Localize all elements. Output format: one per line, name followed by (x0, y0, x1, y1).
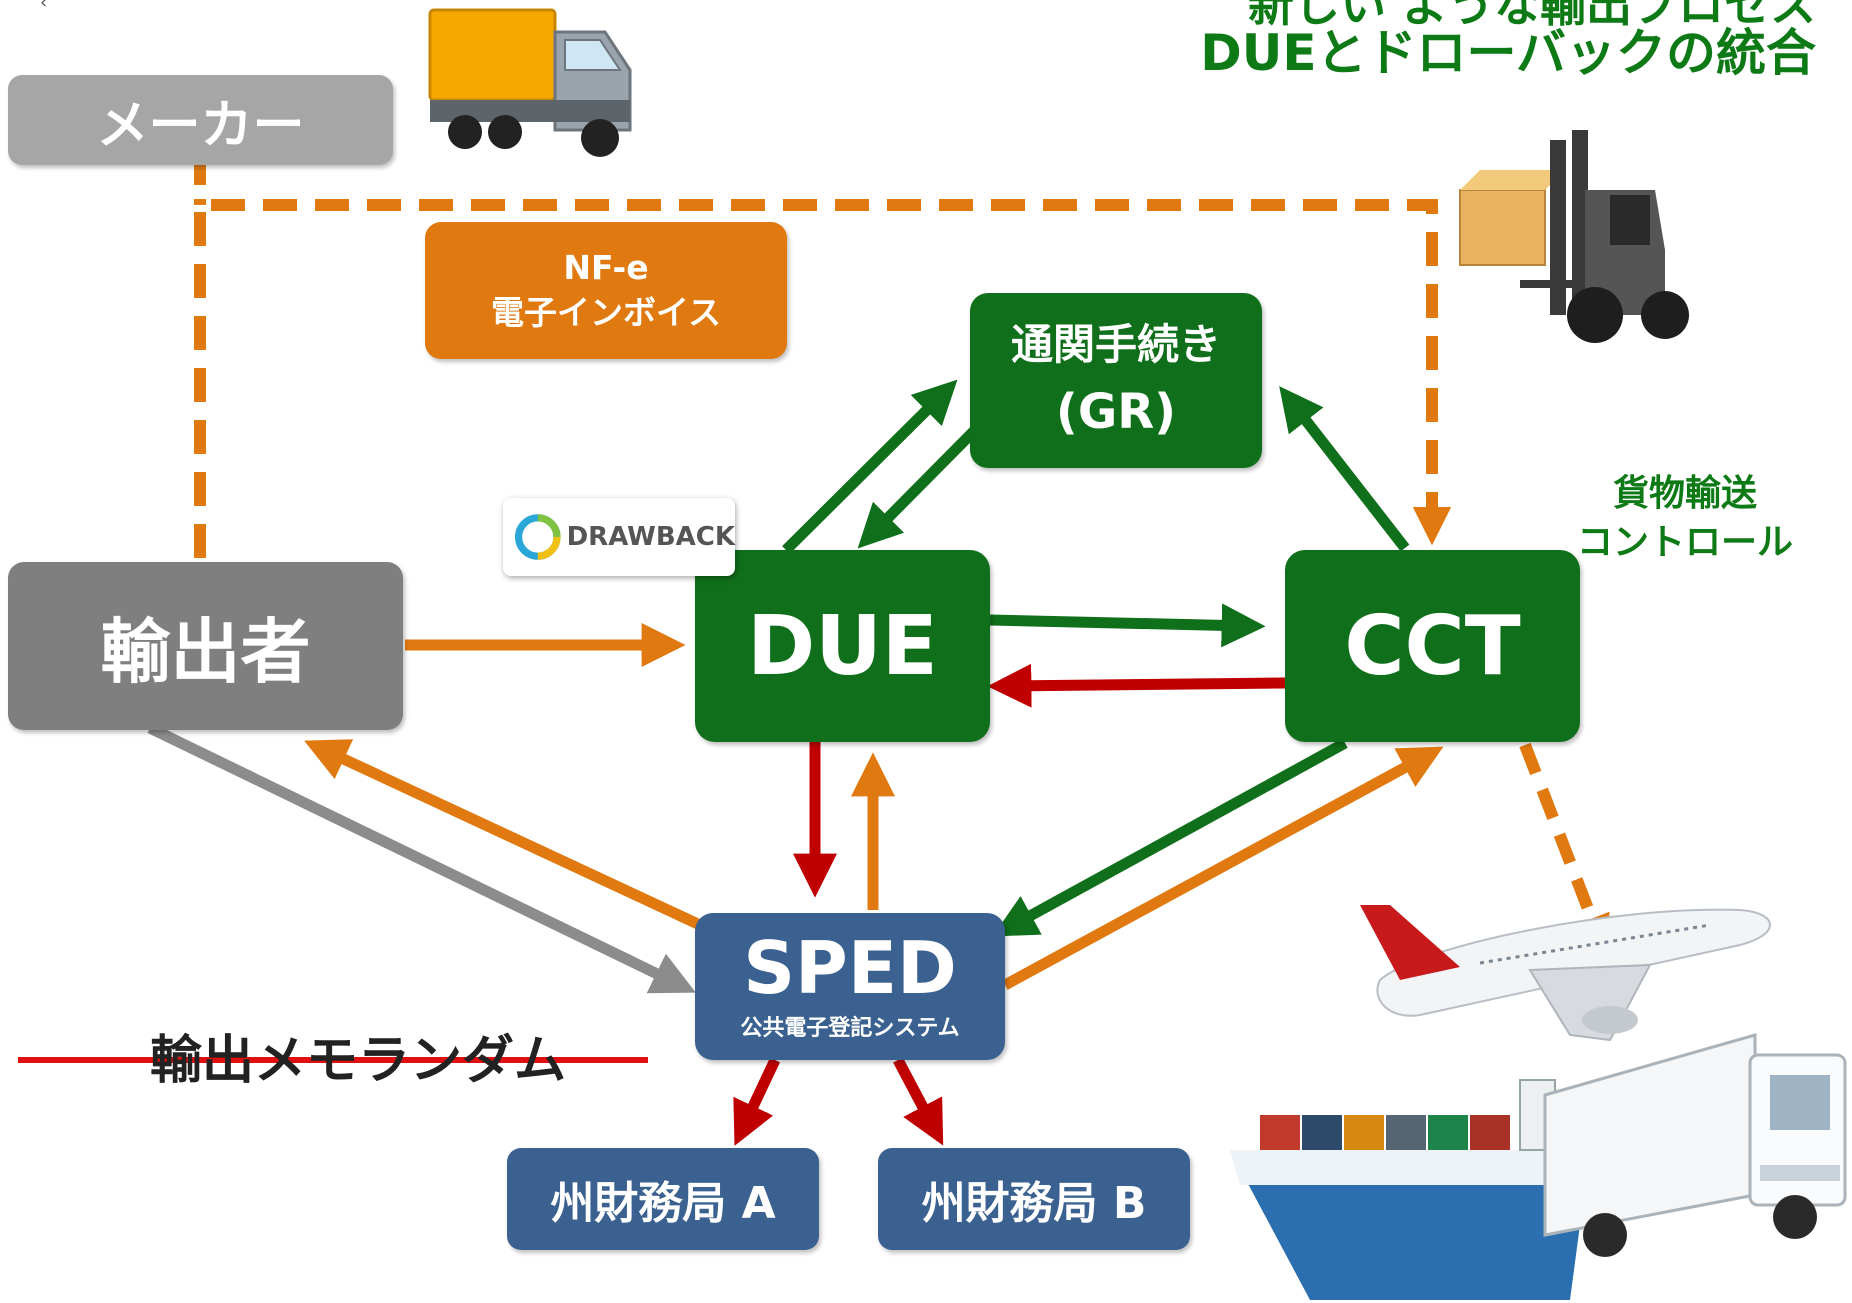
edge-mark: ‹ (40, 0, 47, 13)
maker-label: メーカー (96, 95, 305, 156)
arrow-cct-to-gr (1279, 386, 1410, 552)
state-treasury-a-label: 州財務局 A (550, 1178, 776, 1229)
drawback-logo-text: DRAWBACK (566, 522, 735, 552)
arrow-due-to-cct (989, 603, 1266, 648)
title-line-1: 新しい ような輸出プロセス (1247, 0, 1816, 32)
sped-box: SPED 公共電子登記システム (695, 913, 1005, 1060)
cargo-control-line-1: 貨物輸送 (1612, 473, 1757, 514)
arrow-due-to-gr (782, 379, 958, 554)
exporter-box: 輸出者 (8, 562, 403, 730)
cargo-ship-icon (1230, 1079, 1590, 1300)
arrow-sped-to-state-a (733, 1057, 780, 1146)
due-label: DUE (747, 598, 938, 694)
semi-truck-icon (1543, 1033, 1847, 1257)
nfe-label-1: NF-e (563, 247, 649, 287)
cargo-control-label: 貨物輸送 コントロール (1560, 470, 1810, 567)
sped-sublabel: 公共電子登記システム (740, 1016, 960, 1042)
arrow-cct-to-due (987, 663, 1286, 708)
cct-box: CCT (1285, 550, 1580, 742)
title-line-2: DUEとドローバックの統合 (1200, 24, 1816, 82)
arrow-gr-to-due (857, 426, 979, 549)
arrow-exporter-to-sped (147, 723, 696, 994)
state-treasury-b-box: 州財務局 B (878, 1148, 1190, 1250)
forklift-icon (1459, 130, 1689, 343)
cargo-control-line-2: コントロール (1576, 521, 1793, 563)
arrow-sped-to-cct (1002, 746, 1444, 990)
arrow-cct-to-sped (992, 738, 1348, 937)
airplane-icon (1360, 905, 1771, 1042)
exporter-label: 輸出者 (100, 610, 311, 693)
drawback-logo: DRAWBACK (503, 498, 735, 576)
arrow-sped-to-exporter (304, 739, 703, 930)
sped-label: SPED (743, 925, 957, 1010)
maker-box: メーカー (8, 75, 393, 165)
drawback-ring-icon (514, 514, 561, 560)
state-treasury-b-label: 州財務局 B (921, 1178, 1147, 1229)
state-treasury-a-box: 州財務局 A (507, 1148, 819, 1250)
gr-label-2: (GR) (1055, 384, 1177, 440)
arrow-sped-to-state-b (893, 1057, 944, 1146)
export-memorandum-label: 輸出メモランダム (150, 1031, 567, 1091)
gr-box: 通関手続き (GR) (970, 293, 1262, 468)
truck-icon (428, 8, 632, 157)
dashed-flow-cct-to-transport (1519, 742, 1610, 955)
nfe-box: NF-e 電子インボイス (425, 222, 787, 359)
dashed-flow-maker-to-cct (194, 199, 1452, 558)
cct-label: CCT (1344, 598, 1521, 694)
gr-label-1: 通関手続き (1010, 320, 1221, 369)
nfe-label-2: 電子インボイス (490, 292, 721, 332)
due-box: DUE (695, 550, 990, 742)
